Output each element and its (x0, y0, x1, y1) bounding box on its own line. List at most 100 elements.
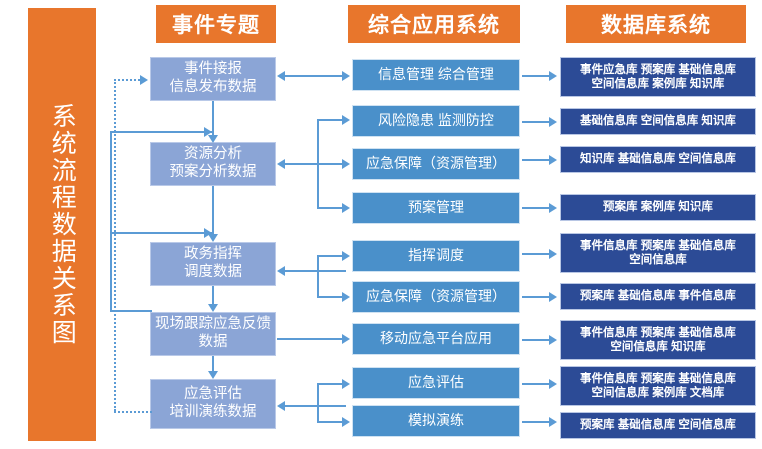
connector-a2-bgroup (284, 163, 346, 165)
node-simulation-drill: 模拟演练 (352, 405, 520, 437)
node-resource-analysis: 资源分析预案分析数据 (150, 142, 276, 186)
db-node-label: 基础信息库 空间信息库 知识库 (580, 115, 736, 128)
db-node-3: 知识库 基础信息库 空间信息库 (560, 146, 756, 173)
arrowhead-right (342, 71, 350, 81)
node-label: 移动应急平台应用 (380, 330, 492, 347)
arrowhead-left (277, 71, 285, 81)
connector-a5-bgroup (284, 405, 346, 407)
node-emergency-evaluation: 应急评估培训演练数据 (150, 379, 276, 429)
node-label: 资源分析预案分析数据 (169, 146, 257, 180)
arrowhead-right (342, 334, 350, 344)
node-emergency-support-resource-2: 应急保障（资源管理） (352, 281, 520, 313)
connector-b6-c6 (522, 296, 552, 298)
arrowhead-left (277, 266, 285, 276)
arrowhead-right (549, 71, 557, 81)
connector-b3-c3 (522, 159, 552, 161)
arrowhead-right (549, 155, 557, 165)
bracket-b-group-1 (317, 119, 319, 209)
db-node-label: 事件信息库 预案库 基础信息库空间信息库 案例库 文档库 (580, 372, 736, 399)
arrowhead-right (342, 251, 350, 261)
arrowhead-right (549, 203, 557, 213)
arrowhead-right (342, 115, 350, 125)
connector-b9-c9 (522, 421, 552, 423)
column-header-label: 事件专题 (172, 14, 260, 37)
rail-left-loop (110, 131, 112, 311)
dotted-feedback-top (114, 79, 144, 81)
node-label: 应急评估 (408, 374, 464, 391)
rail-left-loop-top (110, 131, 212, 133)
connector-b8-c8 (522, 383, 552, 385)
branch-to-b6 (317, 296, 346, 298)
connector-a3-bgroup (284, 270, 346, 272)
db-node-7: 事件信息库 预案库 基础信息库空间信息库 知识库 (560, 320, 756, 360)
diagram-title-banner: 系统流程数据关系图 (28, 8, 96, 441)
rail-left-loop-mid (110, 232, 212, 234)
node-label: 事件接报信息发布数据 (169, 61, 257, 95)
arrowhead-down (208, 234, 218, 242)
bracket-b-group-3 (317, 383, 319, 422)
node-label: 指挥调度 (408, 247, 464, 264)
branch-to-b8 (317, 383, 346, 385)
column-header-label: 数据库系统 (601, 14, 711, 37)
arrowhead-down (208, 371, 218, 379)
node-government-command: 政务指挥调度数据 (150, 242, 276, 286)
arrowhead-right (140, 75, 148, 85)
bracket-b-group-2 (317, 255, 319, 297)
dotted-feedback-vertical (114, 79, 116, 411)
arrowhead-left (277, 401, 285, 411)
arrowhead-left (277, 159, 285, 169)
arrowhead-right (549, 379, 557, 389)
node-label: 预案管理 (408, 199, 464, 216)
db-node-1: 事件应急库 预案库 基础信息库空间信息库 案例库 知识库 (560, 57, 756, 97)
node-emergency-support-resource-1: 应急保障（资源管理） (352, 148, 520, 180)
arrowhead-right (204, 127, 212, 137)
node-label: 现场跟踪应急反馈数据 (155, 316, 271, 350)
arrowhead-right (342, 292, 350, 302)
column-header-integrated-app: 综合应用系统 (348, 5, 520, 43)
column-header-event-topic: 事件专题 (156, 5, 276, 43)
dotted-feedback-bottom (114, 411, 152, 413)
arrowhead-right (549, 335, 557, 345)
connector-a2-a3 (212, 186, 214, 236)
db-node-9: 预案库 基础信息库 空间信息库 (560, 412, 756, 439)
connector-b5-c5 (522, 253, 552, 255)
node-label: 信息管理 综合管理 (378, 66, 494, 83)
arrowhead-down (208, 304, 218, 312)
node-mobile-platform: 移动应急平台应用 (352, 323, 520, 355)
node-label: 应急保障（资源管理） (366, 288, 506, 305)
branch-to-b9 (317, 421, 346, 423)
arrowhead-right (549, 292, 557, 302)
db-node-4: 预案库 案例库 知识库 (560, 194, 756, 221)
node-risk-monitoring: 风险隐患 监测防控 (352, 105, 520, 137)
connector-b2-c2 (522, 121, 552, 123)
arrowhead-right (549, 249, 557, 259)
connector-a1-b1 (284, 75, 346, 77)
node-emergency-assessment: 应急评估 (352, 367, 520, 399)
node-label: 应急评估培训演练数据 (169, 386, 257, 420)
node-onsite-tracking: 现场跟踪应急反馈数据 (150, 312, 276, 356)
node-info-management: 信息管理 综合管理 (352, 59, 520, 91)
node-label: 模拟演练 (408, 412, 464, 429)
column-header-database: 数据库系统 (566, 5, 746, 43)
connector-a3-a4 (212, 286, 214, 307)
arrowhead-right (342, 203, 350, 213)
arrowhead-down (208, 135, 218, 143)
connector-b4-c4 (522, 207, 552, 209)
connector-b1-c1 (522, 75, 552, 77)
arrowhead-right (549, 117, 557, 127)
db-node-label: 预案库 案例库 知识库 (603, 201, 713, 214)
db-node-6: 预案库 基础信息库 事件信息库 (560, 283, 756, 310)
db-node-label: 事件信息库 预案库 基础信息库空间信息库 知识库 (580, 326, 736, 353)
branch-to-b4 (317, 207, 346, 209)
db-node-2: 基础信息库 空间信息库 知识库 (560, 108, 756, 135)
node-command-dispatch: 指挥调度 (352, 240, 520, 272)
db-node-label: 预案库 基础信息库 事件信息库 (580, 290, 736, 303)
arrowhead-right (204, 228, 212, 238)
connector-b7-c7 (522, 339, 552, 341)
column-header-label: 综合应用系统 (368, 14, 500, 37)
db-node-label: 知识库 基础信息库 空间信息库 (580, 153, 736, 166)
node-plan-management: 预案管理 (352, 192, 520, 224)
arrowhead-right (342, 159, 350, 169)
db-node-label: 事件应急库 预案库 基础信息库空间信息库 案例库 知识库 (580, 63, 736, 90)
